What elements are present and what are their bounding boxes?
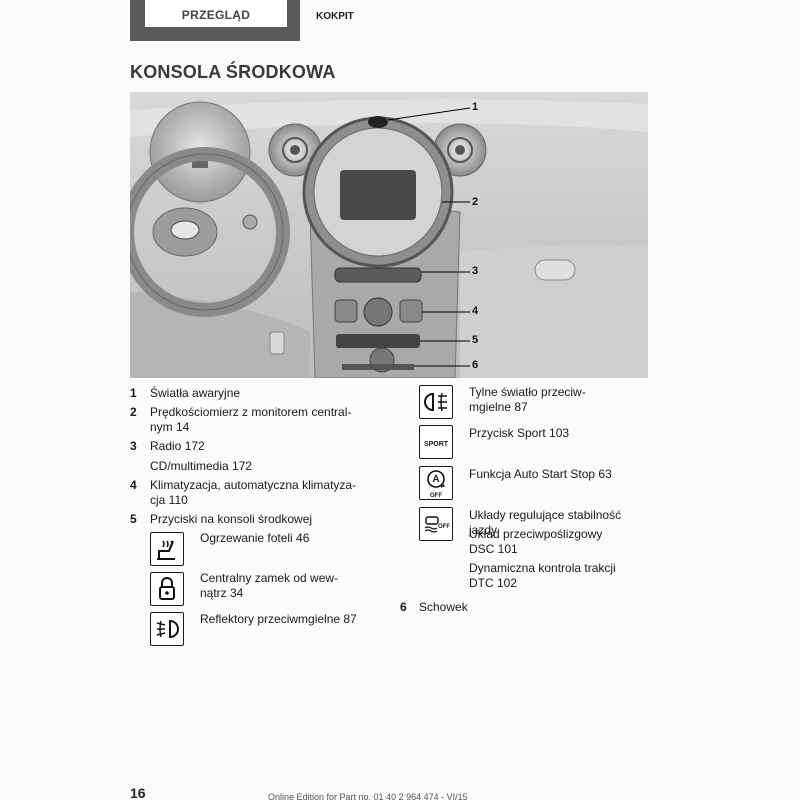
seat-heating-icon [150,532,184,566]
sport-icon-label: SPORT [420,437,452,452]
item-number: 3 [130,439,137,454]
legend-left: 1 Światła awaryjne 2 Prędkościomierz z m… [130,386,380,646]
list-item: Układ przeciwpoślizgowy [469,527,602,542]
list-item: Przycisk Sport 103 [469,426,569,441]
auto-start-stop-letter: A [420,472,452,487]
list-item: Prędkościomierz z monitorem central- [150,405,351,420]
list-item: Dynamiczna kontrola trakcji [469,561,616,576]
list-item: Klimatyzacja, automatyczna klimatyza- [150,478,356,493]
list-item: DSC 101 [469,542,518,557]
callout-6: 6 [472,359,478,371]
central-lock-icon [150,572,184,606]
legend-right: Tylne światło przeciw- mgielne 87 SPORT … [400,383,650,623]
dsc-off-label: OFF [438,520,450,535]
list-item: nątrz 34 [200,586,243,601]
list-item: Ogrzewanie foteli 46 [200,531,309,546]
page-number: 16 [130,785,146,801]
item-number: 5 [130,512,137,527]
list-item: DTC 102 [469,576,517,591]
dashboard-illustration: 1 2 3 4 5 6 [130,92,648,378]
page-title: KONSOLA ŚRODKOWA [130,62,336,83]
footer-edition-note: Online Edition for Part no. 01 40 2 964 … [268,792,468,802]
list-item: Przyciski na konsoli środkowej [150,512,312,527]
callout-3: 3 [472,265,478,277]
list-item: Światła awaryjne [150,386,240,401]
list-item: cja 110 [150,493,188,508]
callout-4: 4 [472,305,478,317]
rear-fog-light-icon [419,385,453,419]
callout-2: 2 [472,196,478,208]
item-number: 1 [130,386,137,401]
callout-1: 1 [472,101,478,113]
sport-button-icon: SPORT [419,425,453,459]
front-fog-light-icon [150,612,184,646]
list-item: Centralny zamek od wew- [200,571,338,586]
list-item: Radio 172 [150,439,205,454]
list-item: CD/multimedia 172 [150,459,252,474]
list-item: mgielne 87 [469,400,528,415]
dsc-off-icon: OFF [419,507,453,541]
auto-start-stop-off-label: OFF [420,489,452,504]
list-item: Schowek [419,600,468,615]
header-chapter-label: KOKPIT [316,11,354,22]
header-section-label: PRZEGLĄD [145,0,287,27]
item-number: 4 [130,478,137,493]
list-item: Tylne światło przeciw- [469,385,586,400]
item-number: 2 [130,405,137,420]
callout-5: 5 [472,334,478,346]
list-item: Reflektory przeciwmgielne 87 [200,612,357,627]
list-item: nym 14 [150,420,189,435]
auto-start-stop-icon: A OFF [419,466,453,500]
list-item: Funkcja Auto Start Stop 63 [469,467,612,482]
item-number: 6 [400,600,407,615]
